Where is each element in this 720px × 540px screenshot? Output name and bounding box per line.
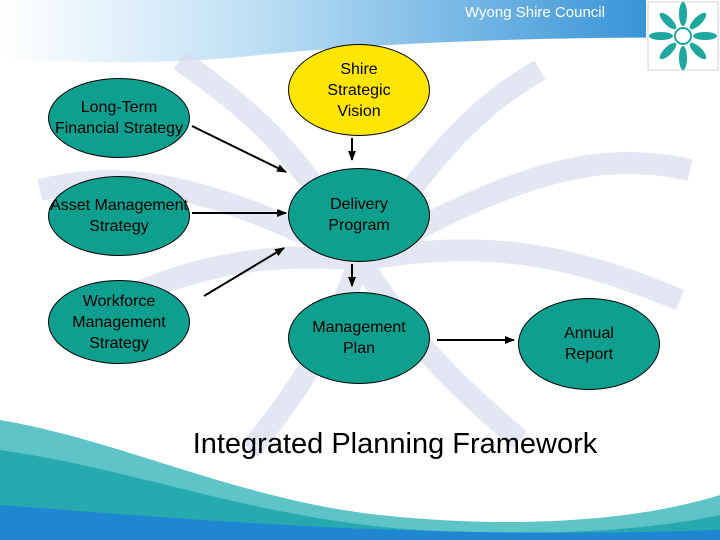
node-asset-management-strategy: Asset Management Strategy [48, 176, 190, 256]
node-shire-strategic-vision: Shire Strategic Vision [288, 44, 430, 136]
node-label: Shire Strategic Vision [327, 60, 391, 120]
node-management-plan: Management Plan [288, 292, 430, 384]
node-label: Annual Report [564, 325, 614, 363]
arrow-financial-to-delivery [191, 125, 287, 173]
node-long-term-financial-strategy: Long-Term Financial Strategy [48, 78, 190, 158]
node-label: Workforce Management Strategy [72, 292, 166, 352]
header-band [0, 0, 720, 63]
council-logo [646, 0, 720, 72]
node-label: Long-Term Financial Strategy [54, 99, 184, 137]
diagram-title: Integrated Planning Framework [192, 428, 598, 460]
arrow-workforce-to-delivery [203, 247, 285, 297]
node-label: Delivery Program [328, 196, 390, 234]
node-delivery-program: Delivery Program [288, 168, 430, 262]
node-annual-report: Annual Report [518, 298, 660, 390]
flower-logo-icon [647, 1, 719, 71]
node-label: Asset Management Strategy [50, 197, 188, 235]
bottom-wave-teal [0, 450, 720, 540]
node-workforce-management-strategy: Workforce Management Strategy [48, 280, 190, 364]
node-label: Management Plan [312, 319, 406, 357]
bottom-wave-blue [0, 505, 720, 540]
organisation-name: Wyong Shire Council [465, 4, 605, 21]
